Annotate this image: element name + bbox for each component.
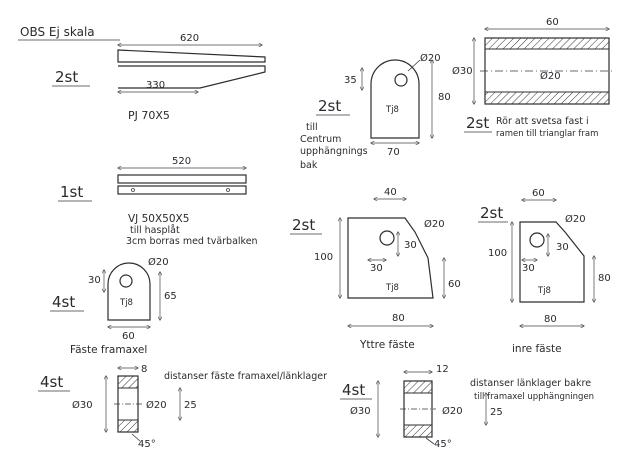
outer-bracket-label: Yttre fäste xyxy=(359,339,415,351)
outer-bracket-drawing: 2st 40 Ø20 100 30 30 60 Tj8 80 Yttre fäs… xyxy=(290,187,461,351)
front-bracket-count: 4st xyxy=(52,293,75,311)
centrum-hole: Ø20 xyxy=(420,52,441,64)
centrum-plate-drawing: Ø20 35 80 Tj8 70 2st till Centrum upphän… xyxy=(300,52,451,171)
pj-profile-drawing: 2st 620 330 PJ 70X5 xyxy=(52,33,266,122)
front-bracket-material: Tj8 xyxy=(119,298,133,308)
tube-len: 60 xyxy=(546,17,559,28)
scale-note: OBS Ej skala xyxy=(20,25,95,39)
spacer-rear-outer: Ø30 xyxy=(350,405,371,417)
spacer-rear-label2: till framaxel upphängningen xyxy=(474,392,594,402)
inner-bracket-hole: Ø20 xyxy=(565,213,586,225)
inner-bracket-h-hole: 30 xyxy=(556,242,569,253)
spacer-rear-label1: distanser länklager bakre xyxy=(470,378,591,389)
tube-note2: ramen till trianglar fram xyxy=(496,129,598,139)
outer-bracket-w-top: 40 xyxy=(384,187,397,198)
pj-label: PJ 70X5 xyxy=(128,109,170,122)
outer-bracket-h-right: 60 xyxy=(448,279,461,290)
vj-note2: 3cm borras med tvärbalken xyxy=(126,236,258,247)
centrum-h-top: 35 xyxy=(344,75,357,86)
spacer-rear-h: 25 xyxy=(490,407,503,418)
inner-bracket-h-right: 80 xyxy=(598,273,611,284)
vj-len: 520 xyxy=(172,156,191,167)
outer-bracket-width: 80 xyxy=(392,313,405,324)
spacer-rear-chamfer: 45° xyxy=(434,439,452,450)
spacer-front-h: 25 xyxy=(184,400,197,411)
outer-bracket-material: Tj8 xyxy=(385,283,399,293)
tube-inner: Ø20 xyxy=(540,70,561,82)
inner-bracket-h-total: 100 xyxy=(488,248,507,259)
front-bracket-h-hole: 30 xyxy=(88,275,101,286)
outer-bracket-h-total: 100 xyxy=(314,252,333,263)
centrum-note4: bak xyxy=(300,160,318,171)
spacer-rear-drawing: 4st 12 Ø30 Ø20 25 45° distanser länklage… xyxy=(340,364,594,450)
centrum-note1: till xyxy=(306,122,318,133)
front-bracket-hole: Ø20 xyxy=(148,256,169,268)
inner-bracket-drawing: 2st 60 Ø20 100 30 30 80 Tj8 80 inre fäst… xyxy=(478,188,611,355)
vj-count: 1st xyxy=(60,183,83,201)
pj-count: 2st xyxy=(55,68,78,86)
centrum-count: 2st xyxy=(318,97,341,115)
inner-bracket-w-top: 60 xyxy=(532,188,545,199)
outer-bracket-h-hole: 30 xyxy=(404,240,417,251)
inner-bracket-material: Tj8 xyxy=(537,286,551,296)
vj-note1: till hasplåt xyxy=(130,225,180,236)
centrum-width: 70 xyxy=(387,147,400,158)
spacer-rear-count: 4st xyxy=(342,381,365,399)
front-bracket-drawing: 4st Ø20 30 65 Tj8 60 Fäste framaxel xyxy=(50,256,177,356)
centrum-h-total: 80 xyxy=(438,92,451,103)
spacer-front-inner: Ø20 xyxy=(146,399,167,411)
front-bracket-h-total: 65 xyxy=(164,291,177,302)
inner-bracket-x-hole: 30 xyxy=(522,263,535,274)
spacer-front-count: 4st xyxy=(40,373,63,391)
spacer-front-len: 8 xyxy=(141,364,147,375)
spacer-rear-len: 12 xyxy=(436,364,449,375)
spacer-front-outer: Ø30 xyxy=(72,399,93,411)
front-bracket-label: Fäste framaxel xyxy=(70,344,147,356)
outer-bracket-hole: Ø20 xyxy=(424,218,445,230)
centrum-note2: Centrum xyxy=(300,134,341,145)
outer-bracket-x-hole: 30 xyxy=(370,263,383,274)
tube-count: 2st xyxy=(466,114,489,132)
vj-profile-drawing: 1st 520 VJ 50X50X5 till hasplåt 3cm borr… xyxy=(58,156,258,247)
pj-len-short: 330 xyxy=(146,80,165,91)
centrum-material: Tj8 xyxy=(385,105,399,115)
spacer-front-label: distanser fäste framaxel/länklager xyxy=(164,371,327,382)
spacer-front-chamfer: 45° xyxy=(138,439,156,450)
pj-len-total: 620 xyxy=(180,33,199,44)
inner-bracket-label: inre fäste xyxy=(512,343,562,355)
tube-drawing: 60 Ø30 Ø20 2st Rör att svetsa fast i ram… xyxy=(452,17,614,139)
inner-bracket-width: 80 xyxy=(544,314,557,325)
centrum-note3: upphängnings xyxy=(300,146,368,157)
vj-label: VJ 50X50X5 xyxy=(128,213,189,225)
tube-outer: Ø30 xyxy=(452,65,473,77)
front-bracket-width: 60 xyxy=(122,331,135,342)
outer-bracket-count: 2st xyxy=(292,216,315,234)
tube-note1: Rör att svetsa fast i xyxy=(496,116,589,127)
spacer-rear-inner: Ø20 xyxy=(442,405,463,417)
inner-bracket-count: 2st xyxy=(480,204,503,222)
spacer-front-drawing: 4st 8 Ø30 Ø20 25 45° distanser fäste fra… xyxy=(38,364,327,450)
